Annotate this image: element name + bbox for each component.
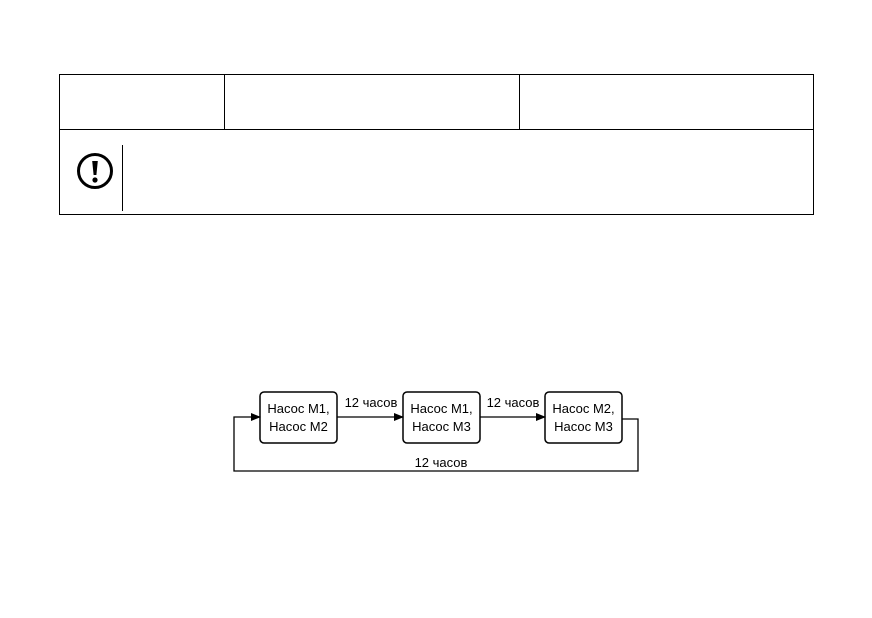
pump-rotation-diagram: Насос М1, Насос М2 Насос М1, Насос М3 На… <box>233 391 639 472</box>
return-arrow <box>233 413 639 472</box>
table-cell <box>520 75 815 129</box>
table-header-row <box>60 75 813 130</box>
node-label: Насос М3 <box>554 419 613 434</box>
table-cell <box>225 75 520 129</box>
info-table <box>59 74 814 215</box>
node-label: Насос М1, <box>267 401 329 416</box>
exclamation-circle-icon <box>77 153 113 189</box>
table-cell <box>60 75 225 129</box>
edge-label: 12 часов <box>487 395 540 410</box>
warning-divider <box>122 145 123 211</box>
edge-label: 12 часов <box>345 395 398 410</box>
warning-note <box>60 130 813 214</box>
node-label: Насос М2 <box>269 419 328 434</box>
flow-node-m1-m3: Насос М1, Насос М3 <box>402 391 481 444</box>
node-label: Насос М1, <box>410 401 472 416</box>
edge-label: 12 часов <box>415 455 468 470</box>
node-label: Насос М3 <box>412 419 471 434</box>
flow-node-m1-m2: Насос М1, Насос М2 <box>259 391 338 444</box>
flow-node-m2-m3: Насос М2, Насос М3 <box>544 391 623 444</box>
node-label: Насос М2, <box>552 401 614 416</box>
